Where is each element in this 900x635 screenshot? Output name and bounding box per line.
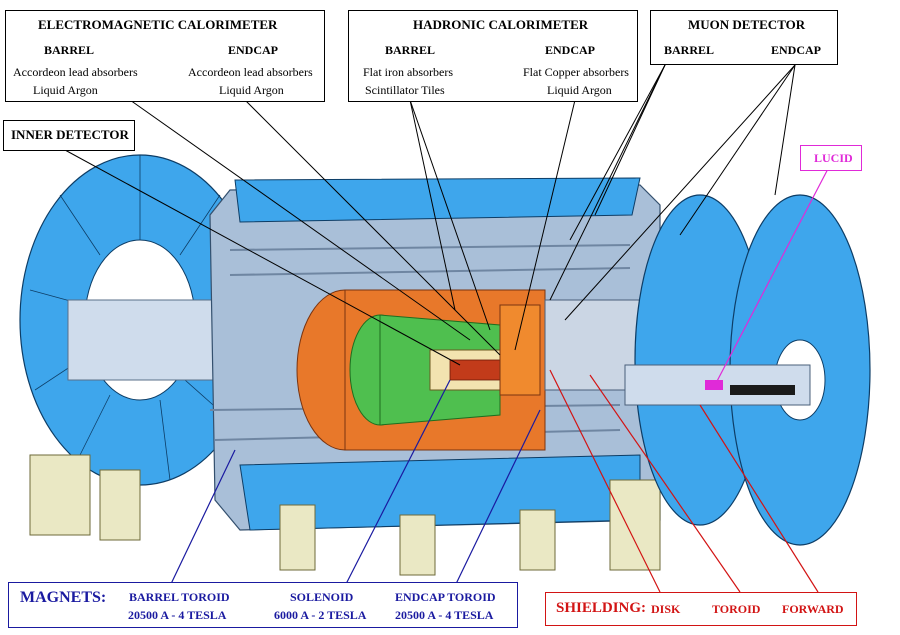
lucid-box: LUCID <box>800 145 862 171</box>
hadronic-barrel-absorber: Flat iron absorbers <box>363 65 453 79</box>
shielding-item-toroid: TOROID <box>712 602 761 616</box>
muon-barrel-label: BARREL <box>664 43 715 57</box>
hadronic-endcap-absorber: Flat Copper absorbers <box>523 65 629 79</box>
hadronic-calorimeter-title: HADRONIC CALORIMETER <box>413 17 589 32</box>
inner-detector-title: INNER DETECTOR <box>11 127 129 142</box>
em-endcap-absorber: Accordeon lead absorbers <box>188 65 313 79</box>
magnet-spec-barrel-toroid: 20500 A - 4 TESLA <box>128 608 227 622</box>
magnet-spec-solenoid: 6000 A - 2 TESLA <box>274 608 367 622</box>
shielding-item-disk: DISK <box>651 602 681 616</box>
support-feet <box>29 454 661 576</box>
shielding-box: SHIELDING: DISK TOROID FORWARD <box>545 592 857 626</box>
em-endcap-medium: Liquid Argon <box>219 83 284 97</box>
lucid-title: LUCID <box>814 151 853 165</box>
magnets-title: MAGNETS: <box>20 589 107 606</box>
em-barrel-label: BARREL <box>44 43 95 57</box>
hadronic-calorimeter-box: HADRONIC CALORIMETER BARREL ENDCAP Flat … <box>348 10 638 102</box>
muon-endcap-label: ENDCAP <box>771 43 821 57</box>
em-calorimeter-box: ELECTROMAGNETIC CALORIMETER BARREL ENDCA… <box>5 10 325 102</box>
em-barrel-medium: Liquid Argon <box>33 83 98 97</box>
em-endcap-label: ENDCAP <box>228 43 278 57</box>
em-calorimeter-title: ELECTROMAGNETIC CALORIMETER <box>38 17 278 32</box>
inner-detector-box: INNER DETECTOR <box>3 120 135 151</box>
magnet-name-barrel-toroid: BARREL TOROID <box>129 590 230 604</box>
shielding-item-forward: FORWARD <box>782 602 844 616</box>
magnet-name-endcap-toroid: ENDCAP TOROID <box>395 590 496 604</box>
em-barrel-absorber: Accordeon lead absorbers <box>13 65 138 79</box>
magnet-spec-endcap-toroid: 20500 A - 4 TESLA <box>395 608 494 622</box>
hadronic-barrel-medium: Scintillator Tiles <box>365 83 445 97</box>
muon-detector-box: MUON DETECTOR BARREL ENDCAP <box>650 10 838 65</box>
hadronic-endcap-medium: Liquid Argon <box>547 83 612 97</box>
magnet-name-solenoid: SOLENOID <box>290 590 354 604</box>
muon-detector-title: MUON DETECTOR <box>688 17 806 32</box>
barrel-body <box>209 177 661 531</box>
magnets-box: MAGNETS: BARREL TOROID 20500 A - 4 TESLA… <box>8 582 518 628</box>
hadronic-endcap-label: ENDCAP <box>545 43 595 57</box>
shielding-title: SHIELDING: <box>556 600 647 616</box>
hadronic-barrel-label: BARREL <box>385 43 436 57</box>
